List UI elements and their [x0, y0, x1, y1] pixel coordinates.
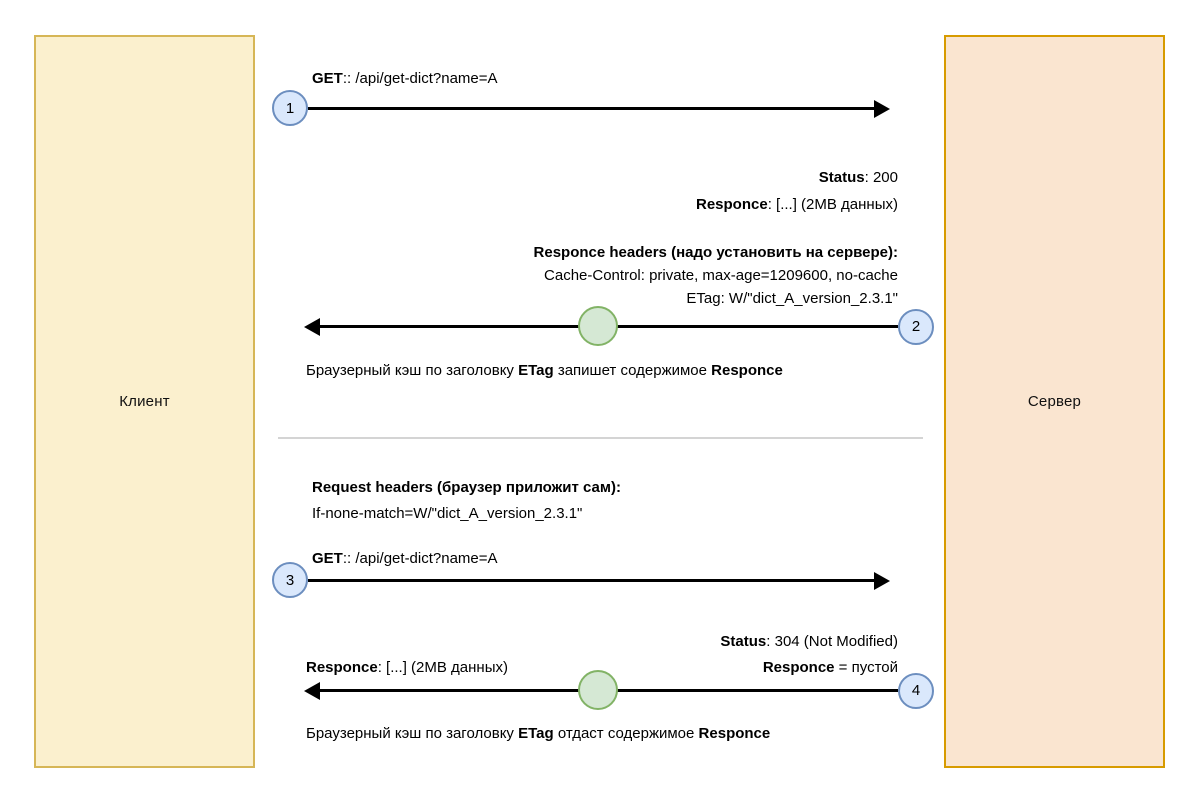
response-1-body-label: Responce [696, 196, 768, 213]
request-2-separator: :: [342, 550, 356, 567]
request-2-headers-title: Request headers (браузер приложит сам): [312, 479, 621, 496]
step-marker-3-number: 3 [285, 571, 295, 589]
client-lifeline-box: Клиент [34, 35, 255, 768]
response-1-cache-note-mid: запишет содержимое [553, 362, 712, 379]
response-2-empty-value: = пустой [834, 659, 898, 676]
request-1-method: GET [312, 70, 343, 87]
response-2-empty-label: Responce [762, 659, 835, 676]
response-2-cache-note-responce: Responce [698, 725, 771, 742]
response-1-status: Status: 200 [498, 167, 898, 188]
response-1-status-label: Status [818, 169, 865, 186]
response-1-headers-title: Responce headers (надо установить на сер… [533, 244, 898, 261]
browser-cache-node-1-icon [578, 306, 618, 346]
response-2-empty-body: Responce = пустой [498, 657, 898, 678]
step-marker-2-number: 2 [911, 318, 921, 335]
step-marker-3: 3 [272, 562, 308, 598]
request-1-separator: :: [342, 70, 356, 87]
response-2-arrow-head-icon [304, 681, 320, 700]
response-2-cached-body: Responce: [...] (2MB данных) [306, 657, 508, 678]
response-1-status-value: : 200 [864, 169, 898, 186]
request-1-arrow-line [308, 107, 878, 110]
request-2-arrow-head-icon [874, 571, 890, 590]
step-marker-1: 1 [272, 90, 308, 126]
response-1-header-cache-control: Cache-Control: private, max-age=1209600,… [544, 267, 898, 284]
step-marker-1-number: 1 [285, 99, 295, 117]
response-2-status-label: Status [720, 633, 767, 650]
response-1-cache-note-pre: Браузерный кэш по заголовку [306, 362, 519, 379]
request-2-header-if-none-match: If-none-match=W/"dict_A_version_2.3.1" [312, 505, 583, 522]
response-2-cache-note-pre: Браузерный кэш по заголовку [306, 725, 519, 742]
request-1-url: /api/get-dict?name=A [355, 70, 498, 87]
step-marker-2: 2 [898, 308, 934, 345]
request-1-arrow-head-icon [874, 99, 890, 118]
response-1-body: Responce: [...] (2MB данных) [498, 194, 898, 215]
response-2-cache-note-etag: ETag [518, 725, 554, 742]
response-1-body-value: : [...] (2MB данных) [767, 196, 898, 213]
browser-cache-node-2-icon [578, 670, 618, 710]
response-1-cache-note: Браузерный кэш по заголовку ETag запишет… [306, 360, 783, 381]
response-2-cached-label: Responce [306, 659, 378, 676]
response-2-cache-note-mid: отдаст содержимое [553, 725, 699, 742]
response-2-cached-value: : [...] (2MB данных) [377, 659, 508, 676]
response-1-cache-note-responce: Responce [711, 362, 783, 379]
request-1-label: GET:: /api/get-dict?name=A [312, 68, 498, 89]
request-2-arrow-line [308, 579, 878, 582]
response-2-cache-note: Браузерный кэш по заголовку ETag отдаст … [306, 723, 770, 744]
request-2-label: GET:: /api/get-dict?name=A [312, 548, 498, 569]
response-1-cache-note-etag: ETag [518, 362, 554, 379]
section-divider [278, 437, 923, 439]
server-lifeline-box: Сервер [944, 35, 1165, 768]
response-1-header-etag: ETag: W/"dict_A_version_2.3.1" [686, 290, 898, 307]
response-2-status: Status: 304 (Not Modified) [498, 631, 898, 652]
response-2-status-value: : 304 (Not Modified) [766, 633, 898, 650]
request-2-url: /api/get-dict?name=A [355, 550, 498, 567]
response-1-arrow-head-icon [304, 317, 320, 336]
request-2-method: GET [312, 550, 343, 567]
client-lifeline-label: Клиент [119, 393, 170, 410]
server-lifeline-label: Сервер [1027, 393, 1082, 410]
step-marker-4: 4 [898, 672, 934, 709]
step-marker-4-number: 4 [911, 682, 921, 699]
